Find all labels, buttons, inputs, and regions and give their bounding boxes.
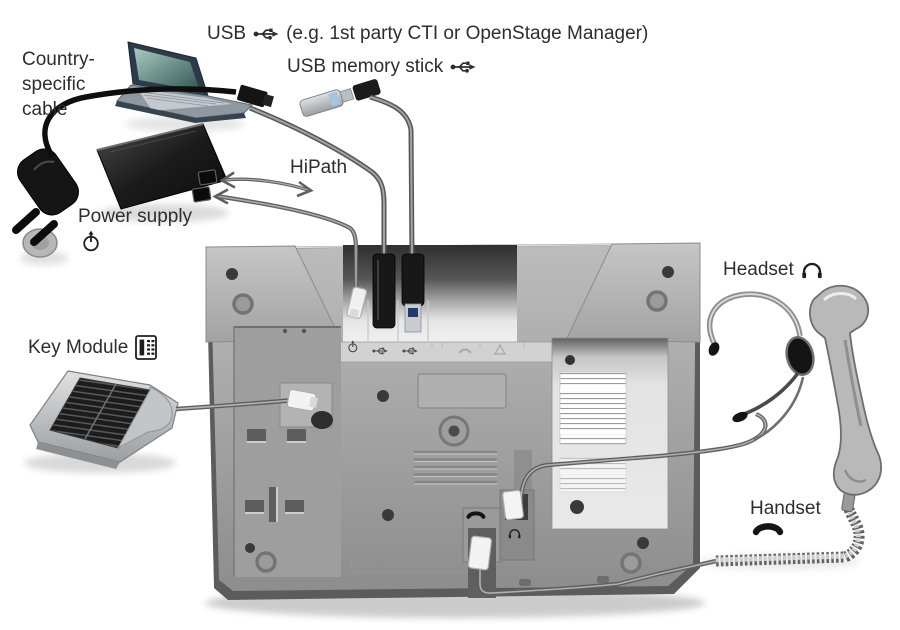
screw (226, 268, 238, 280)
screw (662, 266, 674, 278)
usb-memory-stick (299, 79, 381, 117)
handset-plug (467, 535, 493, 571)
screw (637, 537, 649, 549)
cable-clip (519, 579, 531, 586)
headset-mic-boom (743, 371, 800, 416)
power-lan-cable (215, 193, 359, 292)
hipath-arrow (219, 171, 314, 198)
wall-plug (12, 148, 79, 258)
screw (245, 543, 255, 553)
handset-label: Handset (750, 498, 821, 519)
lan-plug (346, 286, 368, 319)
key-module-label: Key Module (28, 335, 158, 360)
connector-cavity (339, 245, 558, 363)
headset-plug (502, 489, 524, 521)
headphones-icon (800, 262, 823, 279)
key-module-icon (135, 335, 158, 360)
psu-port (191, 186, 212, 203)
usb-trident-icon (450, 60, 477, 74)
usb-extension-socket (352, 79, 381, 101)
right-recess (551, 337, 669, 530)
usb-label-text: USB (207, 23, 247, 44)
usb-cable-laptop (249, 105, 387, 258)
handset-drawing (809, 284, 882, 496)
rubber-foot (620, 552, 642, 574)
mounting-slots (245, 429, 306, 522)
key-module-cable (175, 397, 295, 412)
rubber-foot (646, 290, 668, 312)
hipath-label: HiPath (290, 157, 348, 178)
phone-foot-top-right (565, 242, 701, 343)
mains-connector (237, 84, 274, 108)
screw (565, 355, 575, 365)
phone-center-details (245, 373, 649, 574)
power-symbol-icon (83, 230, 99, 252)
country-specific-cable-label: Country- specific cable (22, 49, 95, 120)
headset-cable (518, 412, 768, 503)
cable-clip (597, 576, 609, 583)
headset-pad (708, 342, 720, 356)
screw (377, 390, 389, 402)
screw (382, 509, 394, 521)
power-supply-label: Power supply (78, 206, 193, 227)
usb-plug-1 (372, 253, 396, 329)
headset-label: Headset (723, 259, 823, 281)
usb-cti-label: USB (e.g. 1st party CTI or OpenStage Man… (207, 23, 648, 45)
usb-plug-2 (401, 253, 425, 333)
arrowhead (212, 188, 229, 205)
mains-cable (42, 86, 237, 158)
usb-trident-icon (253, 27, 280, 41)
phone-rear-view (205, 242, 701, 600)
usb-memory-stick-label: USB memory stick (287, 56, 477, 78)
power-supply-unit (96, 123, 228, 210)
vent-grooves (414, 450, 497, 485)
headset-mic (732, 411, 748, 423)
product-label (559, 371, 627, 445)
faint-port-symbols (431, 343, 525, 355)
handset-coiled-cord (715, 490, 865, 567)
usb-cti-suffix-text: (e.g. 1st party CTI or OpenStage Manager… (286, 23, 649, 44)
usb-cable-memory-stick (369, 94, 415, 259)
handset-icon (752, 521, 784, 536)
rubber-foot (255, 551, 277, 573)
key-module-plug (286, 388, 318, 412)
key-module-device (29, 370, 179, 469)
headset-earcup (785, 336, 815, 376)
psu-port (197, 169, 218, 186)
rubber-foot (232, 293, 254, 315)
usb-memory-stick-text: USB memory stick (287, 56, 444, 77)
plug-pin (30, 220, 58, 246)
headset-drawing (707, 291, 815, 442)
left-recess-panel (233, 326, 341, 577)
laptop (115, 41, 254, 123)
handset-cord (477, 557, 717, 596)
plug-pin (12, 208, 40, 234)
